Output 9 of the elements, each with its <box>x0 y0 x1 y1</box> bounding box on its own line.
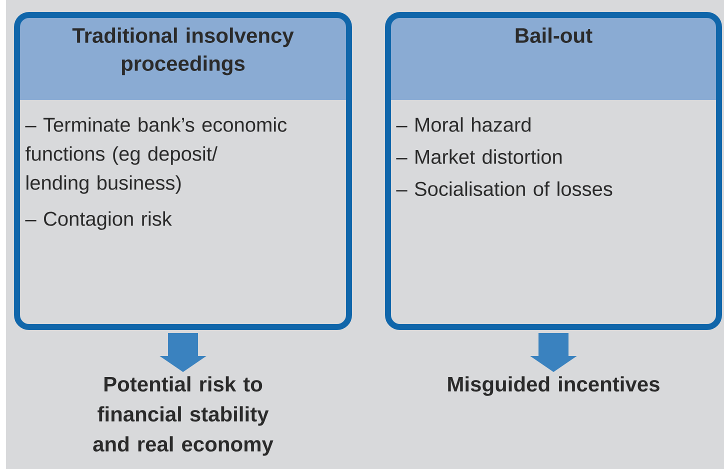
bullet-item: – Market distortion <box>396 149 562 164</box>
bullet-item: – Terminate bank’s economic functions (eg deposit/ lending business) <box>25 117 287 194</box>
bullet-item: – Moral hazard <box>396 117 530 132</box>
result-text: Potential risk to financial stability and real economy <box>93 376 274 456</box>
result-text: Misguided incentives <box>448 376 660 396</box>
heading: Bail-out <box>516 28 592 43</box>
bullet-item: – Socialisation of losses <box>396 181 612 196</box>
heading: Traditional insolvency proceedings <box>72 28 294 76</box>
bullet-item: – Contagion risk <box>25 211 172 230</box>
